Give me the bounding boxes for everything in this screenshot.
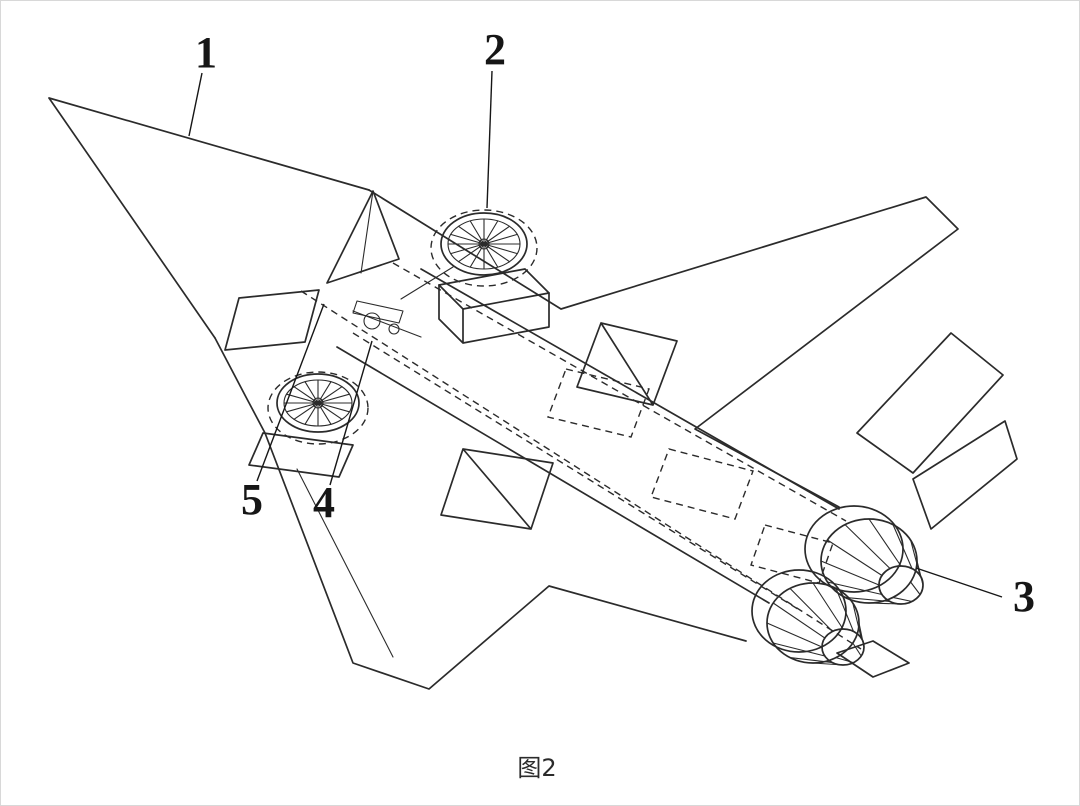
leader-line-1 — [188, 72, 203, 137]
nozzle-exit-ring — [878, 565, 924, 605]
ref-label-2: 2 — [484, 25, 506, 74]
ref-label-4: 4 — [313, 478, 335, 527]
figure-caption: 图2 — [517, 754, 556, 782]
drive-shaft — [352, 266, 454, 338]
nozzle-hatch-lines — [766, 582, 865, 666]
nozzle-front-ring — [751, 569, 847, 653]
nozzle-port — [751, 569, 865, 666]
engine-nozzles — [751, 505, 924, 666]
stabilator — [912, 420, 1018, 530]
lift-fan-left — [276, 373, 360, 433]
ref-label-3: 3 — [1013, 572, 1035, 621]
fan-outer-rim — [440, 212, 528, 276]
airframe-outline — [48, 97, 959, 690]
leader-lines — [188, 70, 1003, 598]
ref-label-1: 1 — [195, 28, 217, 77]
leader-line-5 — [256, 303, 325, 482]
reference-labels: 1 2 3 4 5 — [195, 25, 1035, 621]
fan-door-lower — [248, 432, 354, 478]
nozzle-hatch-lines — [820, 518, 924, 605]
fan-outer-rim — [276, 373, 360, 433]
ref-label-5: 5 — [241, 475, 263, 524]
fan-bay-ring-front — [430, 209, 538, 287]
canopy-outline — [326, 190, 400, 284]
port-wing-outline — [214, 337, 747, 690]
equipment-box-sides — [438, 284, 550, 344]
leader-line-4 — [329, 340, 373, 486]
leader-line-2 — [486, 70, 493, 209]
canopy-frame-line — [360, 190, 374, 274]
gearbox-housing — [352, 300, 404, 324]
vertical-fin — [856, 332, 1004, 474]
access-panels — [224, 289, 678, 530]
fan-door-left — [224, 289, 320, 351]
hatch-panel-lower — [440, 448, 554, 530]
fan-blades — [447, 218, 521, 270]
duct-section-1 — [547, 368, 650, 438]
canopy — [326, 190, 400, 284]
gearbox-mechanism — [352, 266, 454, 338]
tail-surfaces — [836, 332, 1018, 678]
hatch-panel-mid — [576, 322, 678, 406]
nozzle-starboard — [804, 505, 924, 605]
fuselage-spine-lines — [336, 268, 840, 604]
fan-bay-ring-left — [267, 371, 369, 445]
leader-line-3 — [915, 567, 1003, 598]
nose-chine-lines — [48, 97, 370, 339]
ventral-fin — [836, 640, 910, 678]
lift-fan-top — [440, 212, 528, 276]
fuselage-centerline — [300, 290, 862, 650]
internal-ducts-dashed — [267, 209, 862, 650]
port-wing-inner-line — [296, 468, 394, 658]
duct-line-upper — [392, 262, 847, 522]
duct-line-lower — [352, 332, 802, 612]
fan-blades — [283, 379, 353, 427]
starboard-wing-outline — [368, 189, 959, 508]
duct-section-2 — [650, 448, 754, 520]
nozzle-front-ring — [804, 505, 904, 593]
